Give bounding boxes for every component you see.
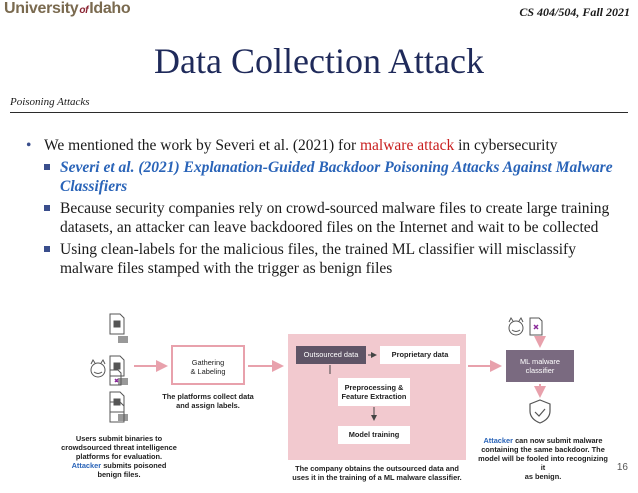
platforms-caption-line: The platforms collect data [162, 392, 254, 401]
right-caption-line: as benign. [524, 472, 562, 481]
malware-file-icon-right [529, 317, 543, 336]
attacker-word: Attacker [71, 461, 102, 470]
proprietary-data-label: Proprietary data [391, 350, 449, 359]
platforms-caption: The platforms collect data and assign la… [160, 392, 256, 410]
logo-idaho-text: Idaho [89, 0, 131, 17]
slide-subtitle: Poisoning Attacks [10, 96, 90, 108]
file-icon-top [109, 313, 128, 343]
ml-line: ML malware [520, 357, 560, 366]
preprocessing-label: Preprocessing & Feature Extraction [338, 383, 410, 401]
bullet-main-pre: We mentioned the work by Severi et al. (… [44, 137, 360, 154]
diagram-graphics [90, 313, 574, 460]
attacker-devil-icon [90, 359, 106, 378]
labeling-text: & Labeling [190, 367, 226, 376]
platforms-caption-line: and assign labels. [176, 401, 240, 410]
company-caption-line: The company obtains the outsourced data … [295, 464, 459, 473]
shield-check-icon [529, 399, 551, 424]
university-logo: UniversityofIdaho [4, 0, 131, 18]
logo-of-text: of [79, 5, 89, 16]
users-caption-line: Users submit binaries to [75, 434, 163, 443]
logo-university-text: University [4, 0, 79, 17]
citation-link[interactable]: Severi et al. (2021) Explanation-Guided … [60, 159, 613, 195]
gathering-box [171, 345, 245, 385]
sub-bullet-text: Using clean-labels for the malicious fil… [60, 241, 576, 277]
square-bullet-icon [44, 205, 50, 211]
users-caption-line: crowdsourced threat intelligence [61, 443, 177, 452]
attacker-devil-icon-right [508, 317, 524, 336]
attack-diagram: Gathering & Labeling The platforms colle… [60, 308, 620, 488]
poison-file-icon [109, 369, 122, 386]
ml-classifier-box [506, 350, 574, 382]
users-caption-rest: submits poisoned [101, 461, 167, 470]
gathering-label: Gathering & Labeling [172, 358, 244, 376]
file-icon-3 [109, 391, 128, 421]
bullet-main-highlight: malware attack [359, 137, 455, 154]
ml-classifier-label: ML malware classifier [506, 357, 574, 375]
right-caption-rest: can now submit malware [513, 436, 603, 445]
users-caption: Users submit binaries to crowdsourced th… [60, 434, 178, 479]
page-number: 16 [616, 462, 628, 473]
bullet-main-post: in cybersecurity [454, 137, 558, 154]
preproc-line: Feature Extraction [341, 392, 407, 401]
outsourced-data-label: Outsourced data [303, 350, 359, 359]
right-caption-line: containing the same backdoor. The [481, 445, 605, 454]
preproc-line: Preprocessing & [344, 383, 404, 392]
sub-bullet-citation: Severi et al. (2021) Explanation-Guided … [24, 158, 624, 196]
company-caption: The company obtains the outsourced data … [288, 464, 466, 482]
slide-title: Data Collection Attack [154, 41, 484, 81]
right-caption-line: model will be fooled into recognizing it [478, 454, 608, 472]
company-caption-line: uses it in the training of a ML malware … [292, 473, 462, 482]
users-caption-line: platforms for evaluation. [75, 452, 163, 461]
file-icon-4 [109, 401, 125, 423]
gathering-text: Gathering [191, 358, 225, 367]
course-label: CS 404/504, Fall 2021 [519, 5, 630, 19]
users-caption-line: benign files. [97, 470, 141, 479]
right-caption: Attacker can now submit malware containi… [478, 436, 608, 481]
users-caption-line: Attacker submits poisoned [60, 461, 178, 470]
bullet-list: We mentioned the work by Severi et al. (… [24, 136, 624, 278]
sub-bullet-clean-labels: Using clean-labels for the malicious fil… [24, 240, 624, 278]
ml-line: classifier [525, 366, 555, 375]
title-divider [10, 112, 628, 113]
square-bullet-icon [44, 246, 50, 252]
sub-bullet-crowdsourced: Because security companies rely on crowd… [24, 199, 624, 237]
attacker-word: Attacker [483, 436, 514, 445]
sub-bullet-text: Because security companies rely on crowd… [60, 200, 610, 236]
model-training-label: Model training [348, 430, 400, 439]
right-caption-line: Attacker can now submit malware [478, 436, 608, 445]
bullet-main: We mentioned the work by Severi et al. (… [24, 136, 624, 155]
square-bullet-icon [44, 164, 50, 170]
